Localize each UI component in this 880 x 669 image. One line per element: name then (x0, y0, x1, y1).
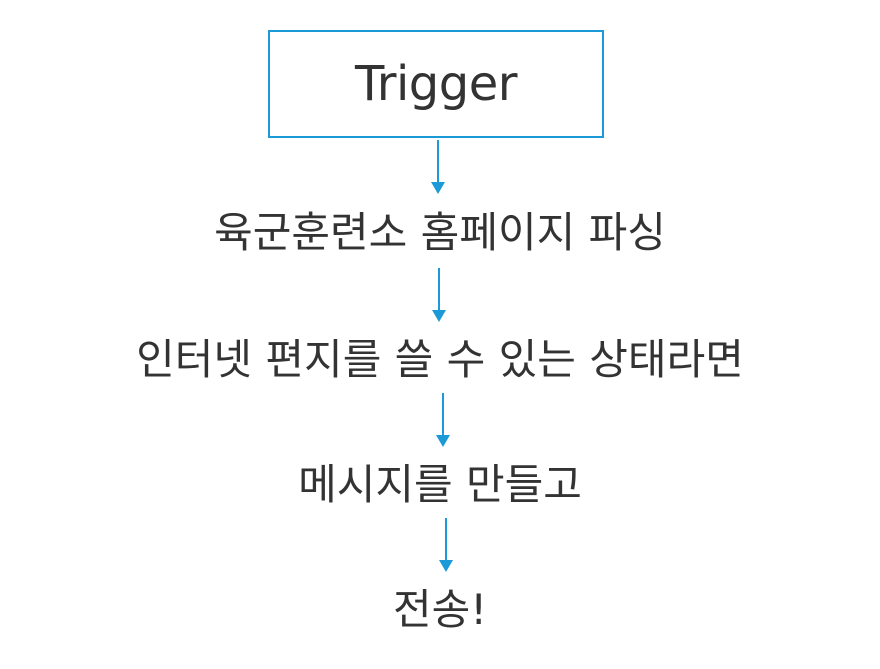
down-arrow-icon (436, 518, 456, 574)
step-create-message: 메시지를 만들고 (298, 460, 582, 509)
step-parse-homepage: 육군훈련소 홈페이지 파싱 (214, 208, 666, 257)
trigger-label: Trigger (354, 56, 518, 112)
down-arrow-icon (433, 393, 453, 449)
down-arrow-icon (428, 140, 448, 196)
step-check-letter-status: 인터넷 편지를 쓸 수 있는 상태라면 (136, 335, 744, 384)
down-arrow-icon (429, 268, 449, 324)
trigger-box: Trigger (268, 30, 604, 138)
step-send: 전송! (392, 585, 488, 634)
